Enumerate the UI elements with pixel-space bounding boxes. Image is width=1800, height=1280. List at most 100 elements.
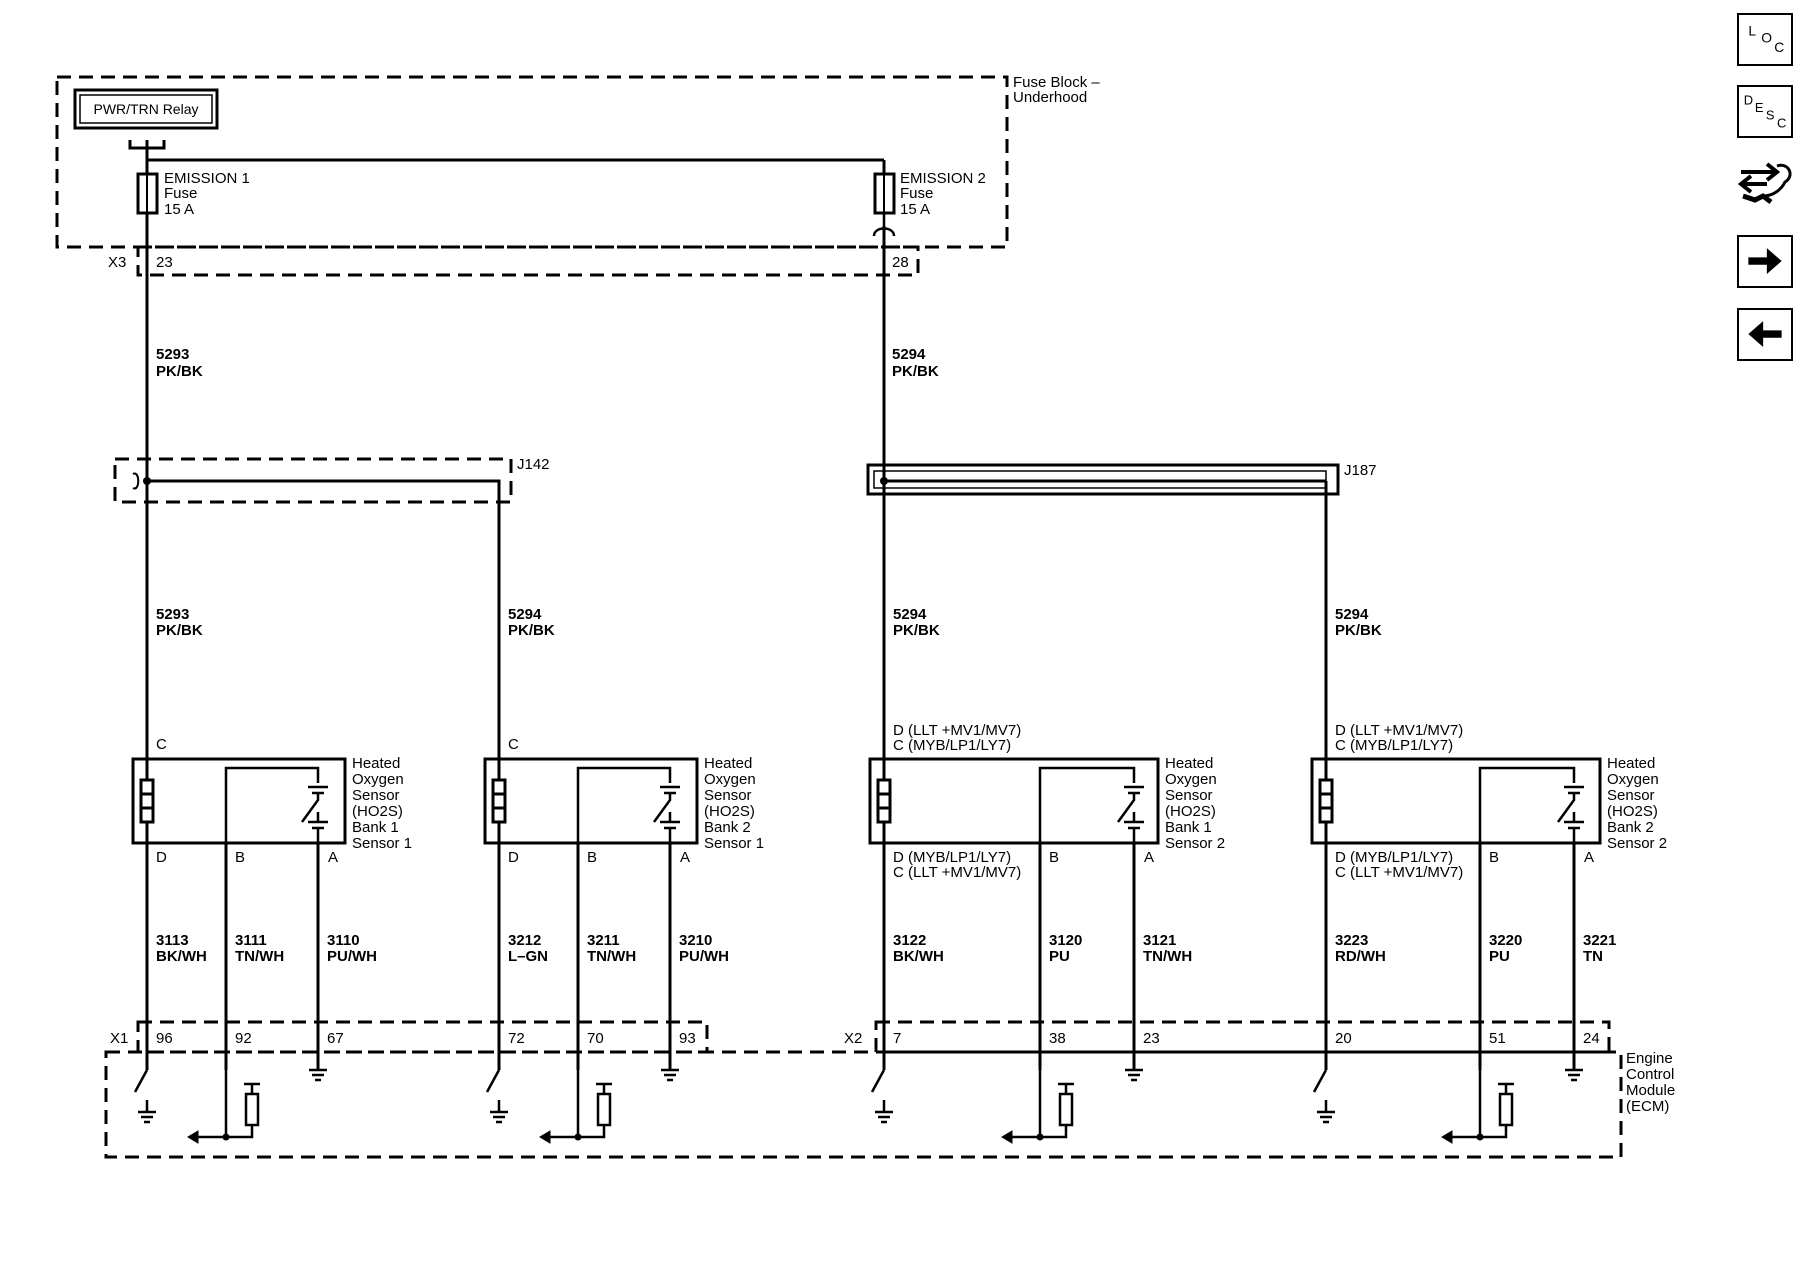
ecm-boundary (104, 1050, 1623, 1159)
ecm-pin: 20 (1335, 1030, 1352, 1047)
ecm-ground (1565, 1068, 1583, 1082)
ecm-pin: 51 (1489, 1030, 1506, 1047)
arrow-left-icon (1748, 321, 1782, 347)
ecm-pin: 24 (1583, 1030, 1600, 1047)
desc-letter-c: C (1777, 116, 1786, 131)
ecm-pin: 67 (327, 1030, 344, 1047)
sensor-pin-a: A (680, 849, 690, 866)
ecm-junction-dot (222, 1133, 230, 1141)
oxygen-sensor-box (1310, 757, 1602, 845)
sensor-name-line: Oxygen (1607, 771, 1659, 788)
sensor-name-line: Heated (704, 755, 752, 772)
desc-button[interactable]: D E S C (1737, 85, 1793, 138)
sensor-wire-color: BK/WH (156, 948, 207, 965)
sensor-wire-color: PU (1489, 948, 1510, 965)
sensor-name-line: Oxygen (704, 771, 756, 788)
sensor-wire-circuit: 3113 (156, 932, 189, 949)
ecm-name-3: Module (1626, 1082, 1675, 1099)
ecm-pin: 92 (235, 1030, 252, 1047)
sensor-name-line: Sensor 2 (1607, 835, 1667, 852)
sensor-wire-color: TN/WH (1143, 948, 1192, 965)
sensor-wire-color: BK/WH (893, 948, 944, 965)
sensor-pin-a: A (1144, 849, 1154, 866)
sensor-wire-circuit: 3220 (1489, 932, 1522, 949)
ecm-ground (1125, 1068, 1143, 1082)
relay-box-outer (73, 88, 219, 130)
loc-button[interactable]: L O C (1737, 13, 1793, 66)
sensor-wire-circuit: 3212 (508, 932, 541, 949)
sensor-wire-circuit: 3221 (1583, 932, 1616, 949)
sensor-pin-d: D (MYB/LP1/LY7) (1335, 849, 1453, 866)
relay-contact (128, 140, 166, 150)
sensor-wire-color: RD/WH (1335, 948, 1386, 965)
oxygen-sensor-box (131, 757, 347, 845)
ecm-junction-dot (1476, 1133, 1484, 1141)
x1-label: X1 (110, 1030, 128, 1047)
sensor-name-line: Sensor 1 (352, 835, 412, 852)
relay-label: PWR/TRN Relay (93, 101, 198, 117)
heater-element (876, 778, 892, 824)
wire-5293-upper-circuit: 5293 (156, 346, 189, 363)
desc-letter-d: D (1744, 93, 1753, 108)
sensor-pin-a: A (1584, 849, 1594, 866)
sensor-name-line: Heated (352, 755, 400, 772)
sensor-element (1116, 785, 1144, 843)
sensor-top-pin: C (MYB/LP1/LY7) (1335, 737, 1453, 754)
desc-icon: D E S C (1744, 93, 1787, 131)
heater-element (139, 778, 155, 824)
ecm-signal-path (198, 1070, 254, 1139)
ecm-ground (661, 1068, 679, 1082)
ecm-signal-path (1452, 1070, 1508, 1139)
oxygen-sensor-box (868, 757, 1160, 845)
sensor-pin-d: D (156, 849, 167, 866)
ecm-signal-arrow (539, 1130, 551, 1144)
ecm-signal-arrow (1441, 1130, 1453, 1144)
connector-tool-button[interactable] (1737, 156, 1793, 209)
ecm-name-2: Control (1626, 1066, 1674, 1083)
sensor-wire-color: PU/WH (327, 948, 377, 965)
feed-wire-circuit: 5294 (893, 606, 927, 623)
sensor-name-line: Sensor (1607, 787, 1655, 804)
sensor-top-pin: D (LLT +MV1/MV7) (1335, 722, 1463, 739)
feed-wire-circuit: 5293 (156, 606, 189, 623)
emission1-type: Fuse (164, 185, 197, 202)
connector-tool-icon (1737, 162, 1792, 204)
ecm-switch-ground (485, 1069, 508, 1124)
oxygen-sensor-box (483, 757, 699, 845)
emission2-rating: 15 A (900, 201, 930, 218)
sensor-name-line: Heated (1165, 755, 1213, 772)
ecm-reference-voltage (596, 1082, 612, 1094)
ecm-reference-voltage (1058, 1082, 1074, 1094)
sensor-name-line: (HO2S) (352, 803, 403, 820)
splice-j187-label: J187 (1344, 462, 1377, 479)
previous-button[interactable] (1737, 308, 1793, 361)
sensor-pin-d: D (MYB/LP1/LY7) (893, 849, 1011, 866)
sensor-wire-circuit: 3122 (893, 932, 926, 949)
sensor-wire-color: TN/WH (587, 948, 636, 965)
next-button[interactable] (1737, 235, 1793, 288)
sensor-wire-color: PU/WH (679, 948, 729, 965)
emission1-rating: 15 A (164, 201, 194, 218)
sensor-pin-d-alt: C (LLT +MV1/MV7) (893, 864, 1021, 881)
sensor-wire-color: TN (1583, 948, 1603, 965)
sensor-pin-d-alt: C (LLT +MV1/MV7) (1335, 864, 1463, 881)
splice-j142-terminal (132, 472, 140, 490)
sensor-top-pin: D (LLT +MV1/MV7) (893, 722, 1021, 739)
sensor-element (300, 785, 328, 843)
ecm-signal-arrow (1001, 1130, 1013, 1144)
ecm-junction-dot (574, 1133, 582, 1141)
sensor-name-line: (HO2S) (704, 803, 755, 820)
sensor-signal-loop (1038, 766, 1136, 843)
sensor-wire-circuit: 3210 (679, 932, 712, 949)
sensor-wire-circuit: 3110 (327, 932, 360, 949)
sensor-signal-loop (224, 766, 320, 843)
loc-letter-o: O (1761, 30, 1772, 46)
x3-connector (136, 245, 920, 277)
heater-element (491, 778, 507, 824)
sensor-name-line: Sensor (704, 787, 752, 804)
emission2-label: EMISSION 2 (900, 170, 986, 187)
sensor-name-line: Sensor 2 (1165, 835, 1225, 852)
heater-element (1318, 778, 1334, 824)
